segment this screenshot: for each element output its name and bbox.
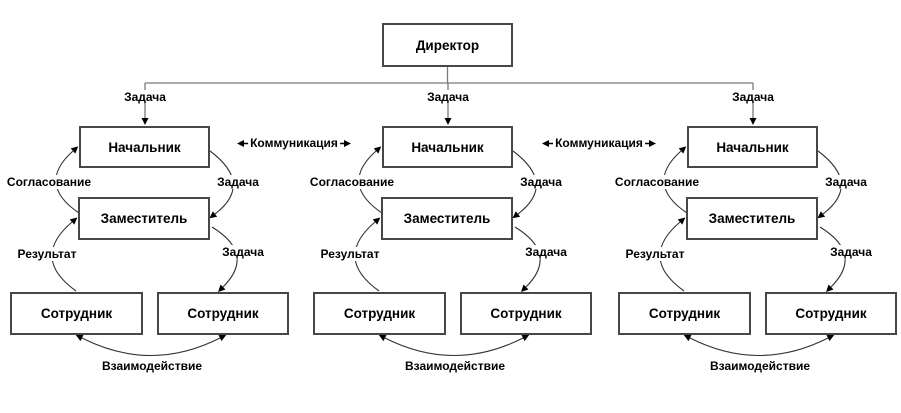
interaction-label: Взаимодействие	[98, 359, 206, 373]
task-label: Задача	[827, 245, 875, 259]
deputy-box: Заместитель	[381, 197, 513, 240]
manager-box: Начальник	[687, 126, 818, 168]
interaction-arrow	[75, 334, 227, 356]
coordination-label: Согласование	[3, 175, 95, 189]
interaction-label: Взаимодействие	[706, 359, 814, 373]
employee-right-box: Сотрудник	[157, 292, 289, 335]
task-label: Задача	[219, 245, 267, 259]
deputy-box: Заместитель	[686, 197, 818, 240]
communication-label: Коммуникация	[248, 136, 340, 150]
employee-left-box: Сотрудник	[313, 292, 446, 335]
director-box: Директор	[382, 23, 513, 67]
manager-box: Начальник	[382, 126, 513, 168]
result-label: Результат	[622, 247, 688, 261]
communication-label: Коммуникация	[553, 136, 645, 150]
interaction-label: Взаимодействие	[401, 359, 509, 373]
org-column-3: Начальник Заместитель Сотрудник Сотрудни…	[608, 0, 901, 413]
task-label: Задача	[522, 245, 570, 259]
task-label: Задача	[822, 175, 870, 189]
task-label: Задача	[729, 90, 777, 104]
interaction-arrow	[683, 334, 835, 356]
task-label: Задача	[424, 90, 472, 104]
employee-left-box: Сотрудник	[618, 292, 751, 335]
manager-box: Начальник	[79, 126, 210, 168]
deputy-box: Заместитель	[78, 197, 210, 240]
employee-left-box: Сотрудник	[10, 292, 143, 335]
result-label: Результат	[14, 247, 80, 261]
director-tree-line	[145, 67, 753, 84]
employee-right-box: Сотрудник	[765, 292, 897, 335]
task-label: Задача	[517, 175, 565, 189]
result-label: Результат	[317, 247, 383, 261]
employee-right-box: Сотрудник	[460, 292, 592, 335]
task-label: Задача	[214, 175, 262, 189]
coordination-label: Согласование	[611, 175, 703, 189]
task-label: Задача	[121, 90, 169, 104]
coordination-label: Согласование	[306, 175, 398, 189]
org-column-1: Начальник Заместитель Сотрудник Сотрудни…	[0, 0, 300, 413]
interaction-arrow	[378, 334, 530, 356]
org-column-2: Начальник Заместитель Сотрудник Сотрудни…	[303, 0, 603, 413]
